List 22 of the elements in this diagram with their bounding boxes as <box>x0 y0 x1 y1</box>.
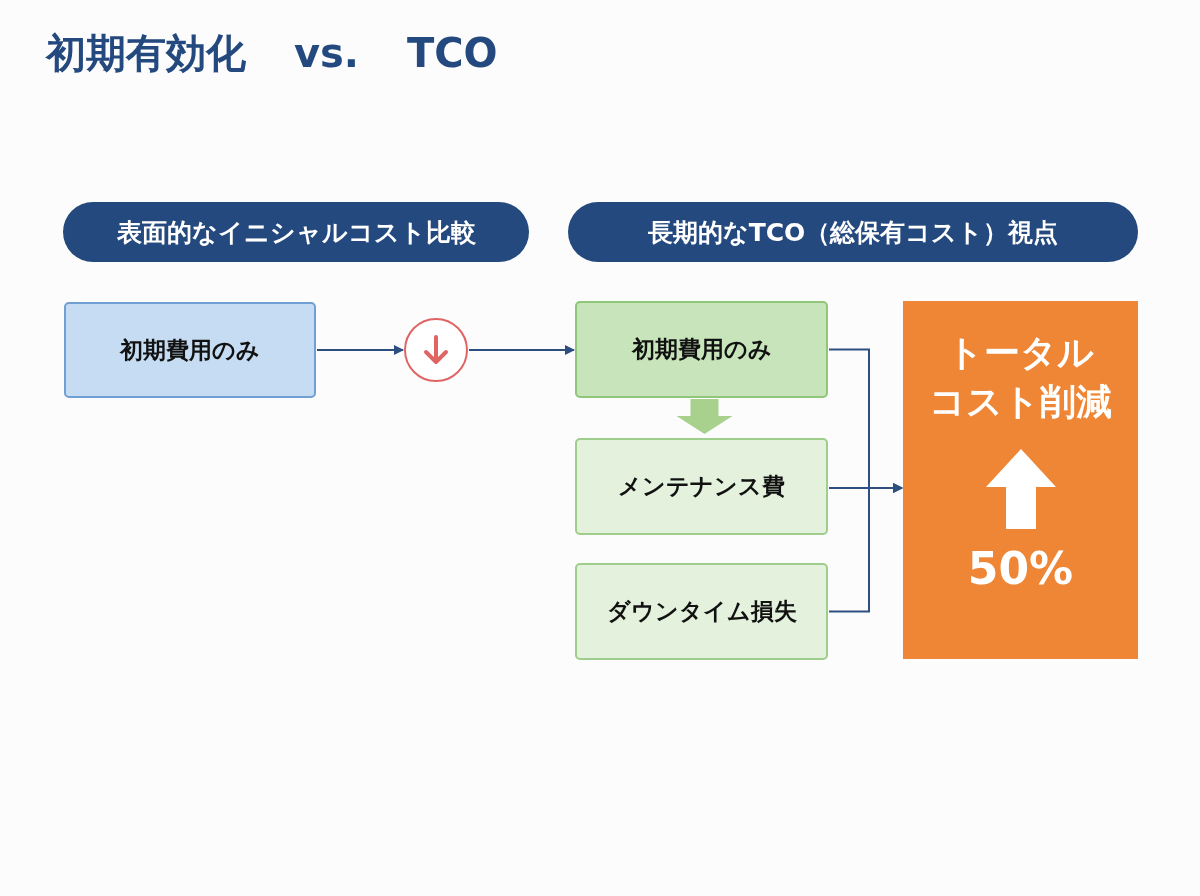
cost-box <box>575 563 828 660</box>
panel-heading: トータル <box>947 331 1094 375</box>
result-panel <box>903 301 1138 659</box>
cost-box <box>64 302 316 398</box>
box-label: 初期費用のみ <box>120 335 260 365</box>
arrow <box>468 345 575 355</box>
arrow <box>316 345 404 355</box>
panel-heading: コスト削減 <box>929 380 1112 424</box>
section-header <box>568 202 1138 262</box>
cost-box <box>575 438 828 535</box>
box-label: 初期費用のみ <box>631 335 772 364</box>
title: 初期有効化 vs. TCO <box>46 29 498 78</box>
percent-value: 50% <box>967 543 1074 594</box>
header-text: 長期的なTCO（総保有コスト）視点 <box>647 216 1059 249</box>
circle-marker <box>404 318 468 382</box>
arrow <box>828 483 903 613</box>
block-arrow <box>676 399 733 434</box>
box-label: ダウンタイム損失 <box>606 597 797 626</box>
box-label: メンテナンス費 <box>618 472 785 501</box>
section-header <box>63 202 529 262</box>
cost-box <box>575 301 828 398</box>
header-text: 表面的なイニシャルコスト比較 <box>116 216 476 249</box>
